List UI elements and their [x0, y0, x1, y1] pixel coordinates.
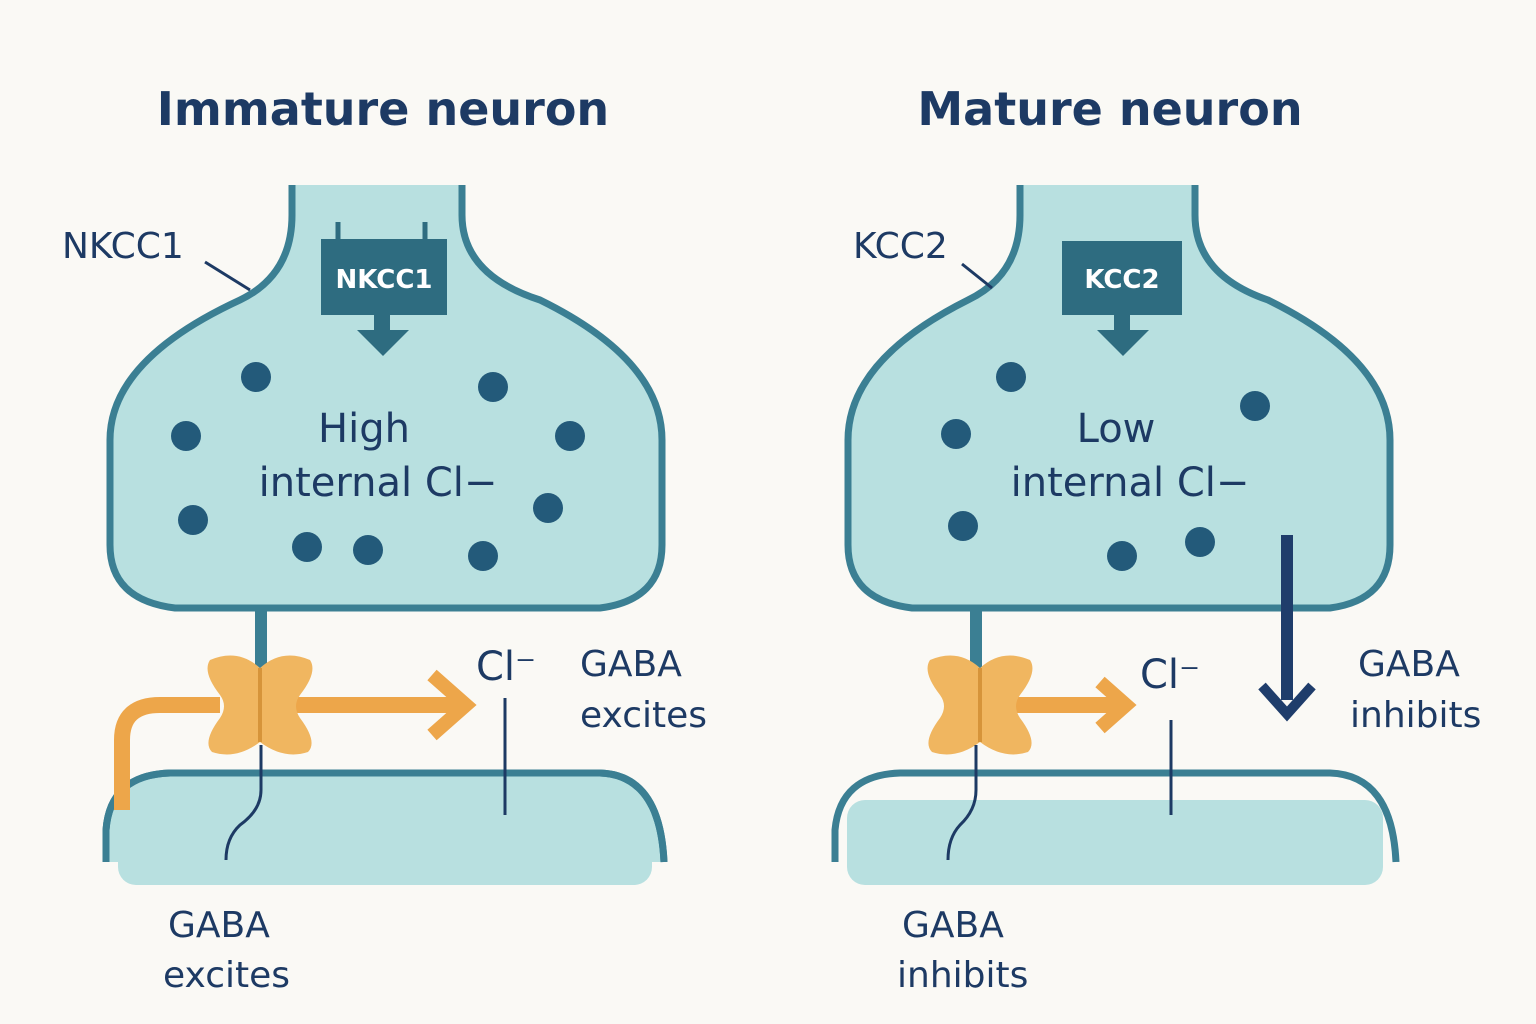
left-transporter-box-label: NKCC1 — [336, 265, 433, 295]
right-title: Mature neuron — [917, 82, 1302, 136]
left-chloride-level-line1: High — [318, 406, 410, 452]
left-chloride-efflux-loop — [114, 697, 220, 810]
right-axon-stalk — [970, 610, 982, 670]
right-effect-line2: inhibits — [1350, 695, 1481, 736]
left-chloride-ions — [171, 362, 585, 571]
left-panel-immature: Immature neuron NKCC1 NKCC1 — [62, 82, 707, 996]
right-chloride-ions — [941, 362, 1270, 571]
right-presynaptic-terminal — [844, 185, 1394, 612]
right-chloride-level-line1: Low — [1077, 406, 1156, 452]
left-title: Immature neuron — [157, 82, 609, 136]
right-transporter-box-label: KCC2 — [1084, 265, 1159, 295]
right-effect-line1: GABA — [1358, 644, 1460, 685]
left-chloride-level-line2: internal Cl− — [259, 460, 498, 506]
right-gaba-channel — [927, 655, 1033, 755]
left-bottom-line2: excites — [163, 955, 290, 996]
right-panel-mature: Mature neuron KCC2 KCC2 Low internal Cl− — [831, 82, 1481, 996]
right-postsynaptic-body — [847, 800, 1383, 885]
right-kcc2-transporter: KCC2 — [1062, 241, 1182, 356]
left-postsynaptic-body — [118, 800, 652, 885]
right-callout-line — [961, 262, 993, 290]
right-transporter-callout: KCC2 — [853, 226, 948, 267]
left-presynaptic-terminal — [106, 185, 666, 612]
right-chloride-level-line2: internal Cl− — [1011, 460, 1250, 506]
left-effect-line1: GABA — [580, 644, 682, 685]
left-transporter-callout: NKCC1 — [62, 226, 184, 267]
right-channel-wire — [946, 745, 978, 861]
left-bottom-line1: GABA — [168, 905, 270, 946]
left-nkcc1-transporter: NKCC1 — [321, 222, 447, 356]
left-channel-wire — [224, 745, 263, 861]
right-bottom-line2: inhibits — [897, 955, 1028, 996]
right-bottom-line1: GABA — [902, 905, 1004, 946]
left-gaba-channel — [207, 655, 313, 755]
right-postsynaptic-membrane — [831, 769, 1400, 863]
left-callout-line — [204, 260, 251, 292]
right-inhibition-arrow — [1258, 535, 1316, 722]
right-ion-label: Cl⁻ — [1140, 652, 1200, 698]
left-effect-line2: excites — [580, 695, 707, 736]
left-axon-stalk — [255, 610, 267, 670]
left-ion-label: Cl⁻ — [476, 644, 536, 690]
